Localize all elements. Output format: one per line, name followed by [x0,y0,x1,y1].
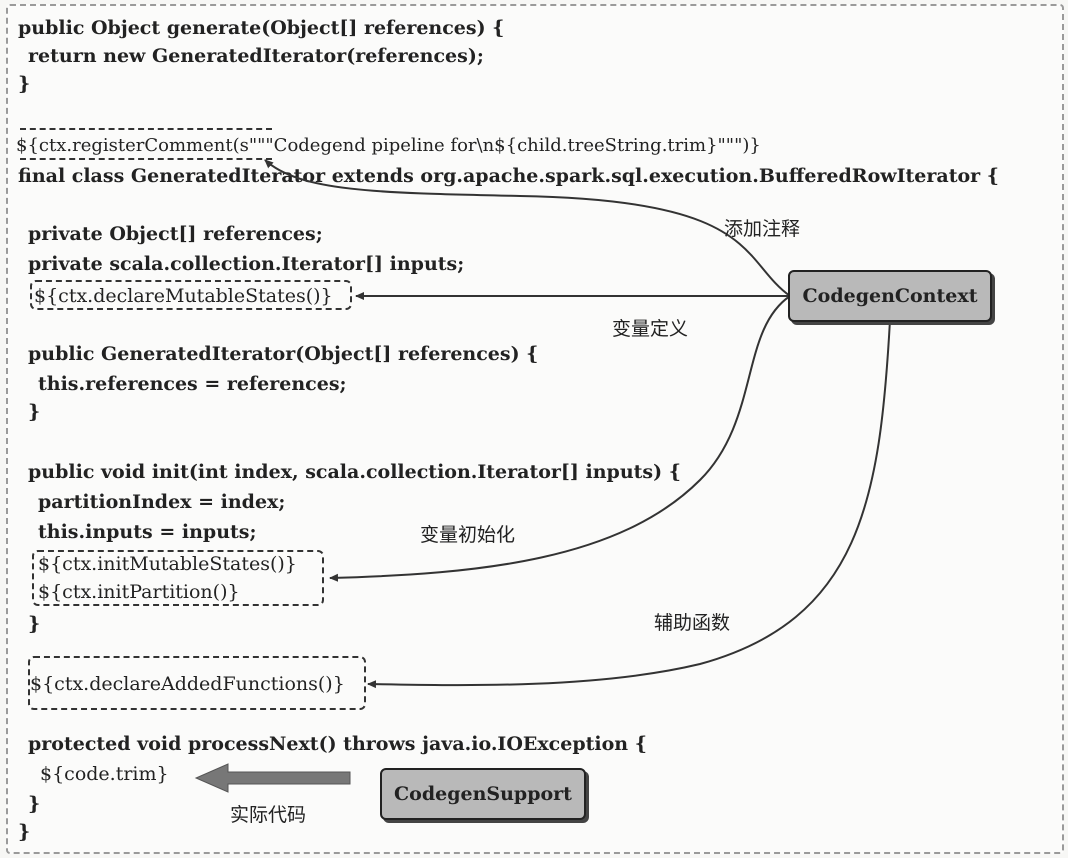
code-field-inputs: private scala.collection.Iterator[] inpu… [28,253,465,275]
diagram-frame [6,4,1064,854]
arrow-helper-functions [367,319,891,689]
declare-mutable-states-box [30,280,352,310]
arrow-add-comment [264,159,791,297]
code-field-references: private Object[] references; [28,223,323,245]
code-init-partition-index: partitionIndex = index; [38,491,286,513]
code-init-signature: public void init(int index, scala.collec… [28,461,681,483]
code-register-comment: ${ctx.registerComment(s"""Codegend pipel… [16,135,761,156]
code-process-next-body: ${code.trim} [40,763,169,785]
code-declare-added-functions: ${ctx.declareAddedFunctions()} [30,673,345,695]
label-variable-init: 变量初始化 [420,524,516,546]
node-codegen-context: CodegenContext [788,270,992,322]
label-actual-code: 实际代码 [230,804,307,826]
code-constructor-signature: public GeneratedIterator(Object[] refere… [28,343,539,365]
code-init-partition: ${ctx.initPartition()} [38,581,240,603]
arrow-actual-code [194,763,351,793]
code-init-mutable-states: ${ctx.initMutableStates()} [38,553,297,575]
code-constructor-body: this.references = references; [38,373,347,395]
label-helper-functions: 辅助函数 [654,612,731,634]
code-generate-close: } [18,73,31,95]
label-variable-definition: 变量定义 [612,318,689,340]
code-process-next-close: } [28,793,41,815]
node-codegen-support: CodegenSupport [380,768,586,820]
declare-added-functions-box [28,656,366,710]
code-class-close: } [18,821,31,843]
init-states-box [32,550,324,606]
code-init-inputs: this.inputs = inputs; [38,521,257,543]
code-init-close: } [28,613,41,635]
code-generate-return: return new GeneratedIterator(references)… [28,45,484,67]
code-class-declaration: final class GeneratedIterator extends or… [18,165,999,187]
register-comment-dash-bottom [20,158,272,160]
code-declare-mutable-states: ${ctx.declareMutableStates()} [34,285,333,307]
register-comment-dash-top [20,128,272,130]
label-add-comment: 添加注释 [724,218,801,240]
code-constructor-close: } [28,401,41,423]
arrow-variable-init [329,295,791,582]
code-generate-signature: public Object generate(Object[] referenc… [18,17,505,39]
code-process-next-signature: protected void processNext() throws java… [28,733,647,755]
